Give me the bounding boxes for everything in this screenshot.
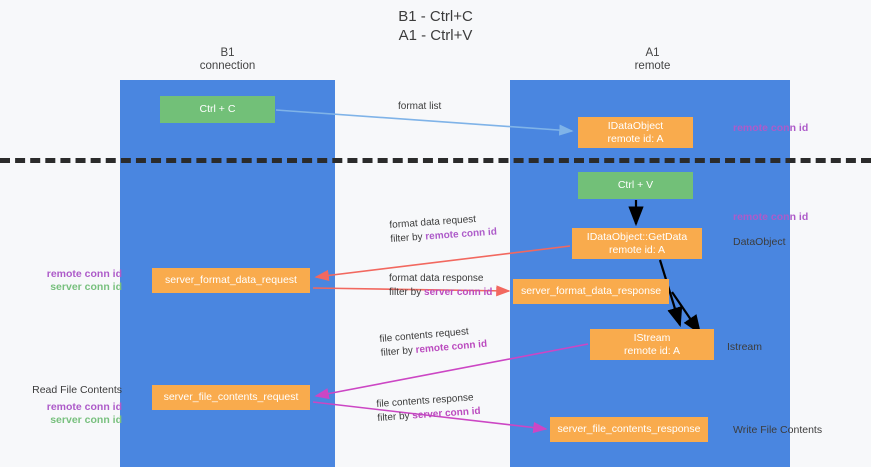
box-server-file-contents-request-label: server_file_contents_request bbox=[163, 391, 299, 403]
flow-label-format-data-response: format data response filter by server co… bbox=[389, 272, 492, 300]
lane-header-a1-role: remote bbox=[634, 60, 671, 72]
label-write-file-contents: Write File Contents bbox=[733, 424, 823, 436]
label-remote-conn-id-top: remote conn id bbox=[733, 122, 809, 134]
box-ctrl-v[interactable]: Ctrl + V bbox=[578, 172, 693, 199]
box-idataobject-line1: IDataObject bbox=[607, 119, 664, 132]
flow-label-format-data-response-text: format data response bbox=[389, 273, 484, 284]
flow-label-format-list-text: format list bbox=[398, 101, 442, 112]
box-ctrl-c-label: Ctrl + C bbox=[199, 103, 236, 115]
filter-prefix: filter by bbox=[380, 344, 417, 359]
label-remote-conn-id-left-1: remote conn id bbox=[46, 268, 122, 280]
box-server-format-data-request-label: server_format_data_request bbox=[165, 274, 297, 286]
diagram-title-line1: B1 - Ctrl+C bbox=[398, 8, 473, 25]
filter-key-server-conn-id: server conn id bbox=[424, 287, 493, 298]
box-ctrl-v-label: Ctrl + V bbox=[617, 179, 654, 191]
box-getdata-line1: IDataObject::GetData bbox=[586, 230, 688, 243]
label-dataobject: DataObject bbox=[733, 236, 786, 248]
filter-prefix: filter by bbox=[389, 287, 425, 298]
flow-label-format-data-request: format data request filter by remote con… bbox=[389, 212, 497, 247]
lane-header-a1: A1 remote bbox=[570, 47, 735, 73]
box-server-format-data-response-label: server_format_data_response bbox=[520, 285, 662, 297]
filter-prefix: filter by bbox=[390, 231, 426, 245]
label-remote-conn-id-left-2: remote conn id bbox=[46, 401, 122, 413]
box-server-file-contents-request[interactable]: server_file_contents_request bbox=[152, 385, 310, 410]
box-idataobject-line2: remote id: A bbox=[607, 132, 664, 145]
diagram-title-line2: A1 - Ctrl+V bbox=[398, 27, 473, 44]
flow-label-format-list: format list bbox=[398, 100, 441, 114]
filter-key-server-conn-id: server conn id bbox=[411, 405, 481, 422]
flow-label-format-data-response-filter: filter by server conn id bbox=[389, 286, 492, 300]
filter-key-remote-conn-id: remote conn id bbox=[424, 226, 498, 243]
diagram-title: B1 - Ctrl+C A1 - Ctrl+V bbox=[0, 7, 871, 45]
box-istream-line2: remote id: A bbox=[623, 344, 681, 357]
lane-header-a1-name: A1 bbox=[645, 47, 660, 59]
label-istream: Istream bbox=[727, 341, 763, 353]
filter-prefix: filter by bbox=[377, 410, 413, 424]
lane-header-b1-role: connection bbox=[199, 60, 256, 72]
box-istream-line1: IStream bbox=[633, 331, 671, 344]
label-remote-conn-id-mid: remote conn id bbox=[733, 211, 809, 223]
box-idataobject[interactable]: IDataObject remote id: A bbox=[578, 117, 693, 148]
label-left-conn-ids-2: remote conn id server conn id bbox=[22, 401, 122, 427]
lane-header-b1-name: B1 bbox=[220, 47, 235, 59]
box-getdata-line2: remote id: A bbox=[608, 243, 666, 256]
box-idataobject-getdata[interactable]: IDataObject::GetData remote id: A bbox=[572, 228, 702, 259]
label-left-conn-ids-1: remote conn id server conn id bbox=[22, 268, 122, 294]
box-server-format-data-request[interactable]: server_format_data_request bbox=[152, 268, 310, 293]
section-divider bbox=[0, 158, 871, 163]
box-ctrl-c[interactable]: Ctrl + C bbox=[160, 96, 275, 123]
box-server-file-contents-response-label: server_file_contents_response bbox=[557, 423, 701, 435]
box-server-format-data-response[interactable]: server_format_data_response bbox=[513, 279, 669, 304]
label-server-conn-id-left-2: server conn id bbox=[50, 414, 122, 426]
lane-header-b1: B1 connection bbox=[145, 47, 310, 73]
box-istream[interactable]: IStream remote id: A bbox=[590, 329, 714, 360]
label-read-file-contents: Read File Contents bbox=[32, 384, 122, 396]
flow-label-file-contents-request: file contents request filter by remote c… bbox=[379, 324, 488, 361]
box-server-file-contents-response[interactable]: server_file_contents_response bbox=[550, 417, 708, 442]
label-server-conn-id-left-1: server conn id bbox=[50, 281, 122, 293]
flow-label-file-contents-response: file contents response filter by server … bbox=[376, 391, 481, 426]
